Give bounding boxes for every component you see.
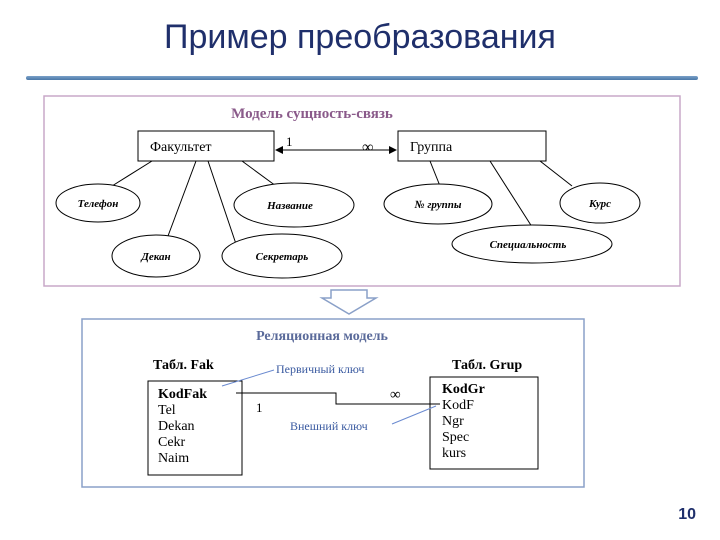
relational-cardinality-many: ∞ <box>390 387 401 403</box>
entity-group-label: Группа <box>410 140 453 155</box>
slide-title: Пример преобразования <box>164 18 556 56</box>
connector-name <box>241 160 277 187</box>
attr-phone-ellipse <box>55 183 141 223</box>
entity-faculty-label: Факультет <box>150 140 212 155</box>
table-grup-field: KodGr <box>442 382 485 397</box>
attr-name-ellipse <box>233 182 355 228</box>
table-fak-box <box>147 380 243 476</box>
attr-dean: Декан <box>140 251 170 263</box>
connector-dean <box>167 160 197 237</box>
connector-phone <box>111 160 153 187</box>
table-fak-field: Tel <box>158 403 176 418</box>
attr-phone: Телефон <box>78 198 119 210</box>
er-cardinality-many: ∞ <box>362 139 373 156</box>
relational-link-line <box>236 392 440 405</box>
table-fak-field: KodFak <box>158 387 207 402</box>
title-underline <box>26 76 698 80</box>
primary-key-pointer <box>221 369 275 387</box>
primary-key-label: Первичный ключ <box>276 362 364 376</box>
attr-group-number: № группы <box>414 199 462 211</box>
table-grup-field: Ngr <box>442 414 464 429</box>
table-fak-field: Cekr <box>158 435 186 450</box>
attr-name: Название <box>266 200 313 212</box>
foreign-key-pointer <box>391 405 437 425</box>
connector-secretary <box>207 160 237 245</box>
table-fak-name: Табл. Fak <box>153 358 214 373</box>
table-fak-field: Dekan <box>158 419 195 434</box>
table-grup-field: KodF <box>442 398 474 413</box>
table-fak-field: Naim <box>158 451 189 466</box>
attr-speciality-ellipse <box>451 224 613 264</box>
relational-cardinality-one: 1 <box>256 400 263 415</box>
down-arrow-icon <box>319 289 379 315</box>
table-grup-field: kurs <box>442 446 466 461</box>
entity-faculty <box>137 130 275 162</box>
er-cardinality-one: 1 <box>286 134 293 149</box>
table-grup-field: Spec <box>442 430 469 445</box>
attr-course-ellipse <box>559 182 641 224</box>
relational-model-heading: Реляционная модель <box>256 329 388 344</box>
attr-speciality: Специальность <box>490 239 567 251</box>
attr-group-number-ellipse <box>383 183 493 225</box>
entity-group <box>397 130 547 162</box>
table-grup-box <box>429 376 539 470</box>
table-grup-name: Табл. Grup <box>452 358 522 373</box>
connector-speciality <box>489 160 535 231</box>
attr-secretary-ellipse <box>221 233 343 279</box>
foreign-key-label: Внешний ключ <box>290 419 368 433</box>
attr-dean-ellipse <box>111 234 201 278</box>
connector-group-number <box>429 160 441 187</box>
er-model-heading: Модель сущность-связь <box>231 106 393 122</box>
connector-course <box>539 160 573 187</box>
slide-number: 10 <box>678 506 696 523</box>
attr-course: Курс <box>588 198 611 210</box>
attr-secretary: Секретарь <box>256 251 309 263</box>
